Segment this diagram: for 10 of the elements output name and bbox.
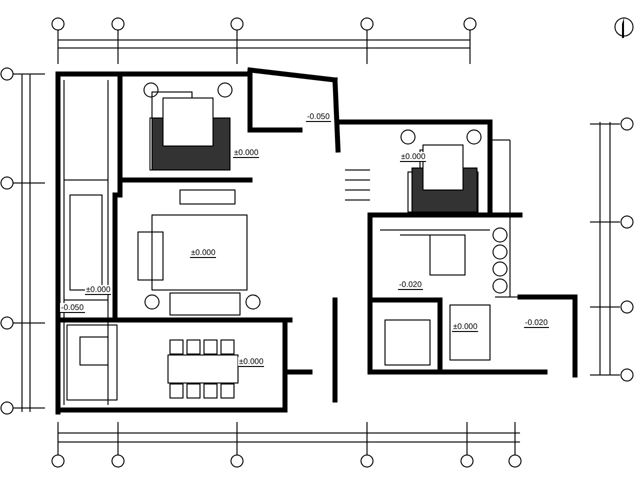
elevation-mark: ±0.000 <box>400 152 426 162</box>
elevation-mark: ±0.000 <box>233 148 260 158</box>
elevation-mark: -0.020 <box>524 318 549 328</box>
elevation-mark: ±0.000 <box>238 357 264 367</box>
elevation-mark: -0.020 <box>398 280 423 290</box>
elevation-mark: ±0.000 <box>85 285 112 295</box>
elevation-mark: -0.050 <box>60 303 85 313</box>
elevation-mark: ±0.000 <box>452 322 478 332</box>
elevation-mark: ±0.000 <box>190 248 216 258</box>
elevation-mark: -0.050 <box>306 112 331 122</box>
